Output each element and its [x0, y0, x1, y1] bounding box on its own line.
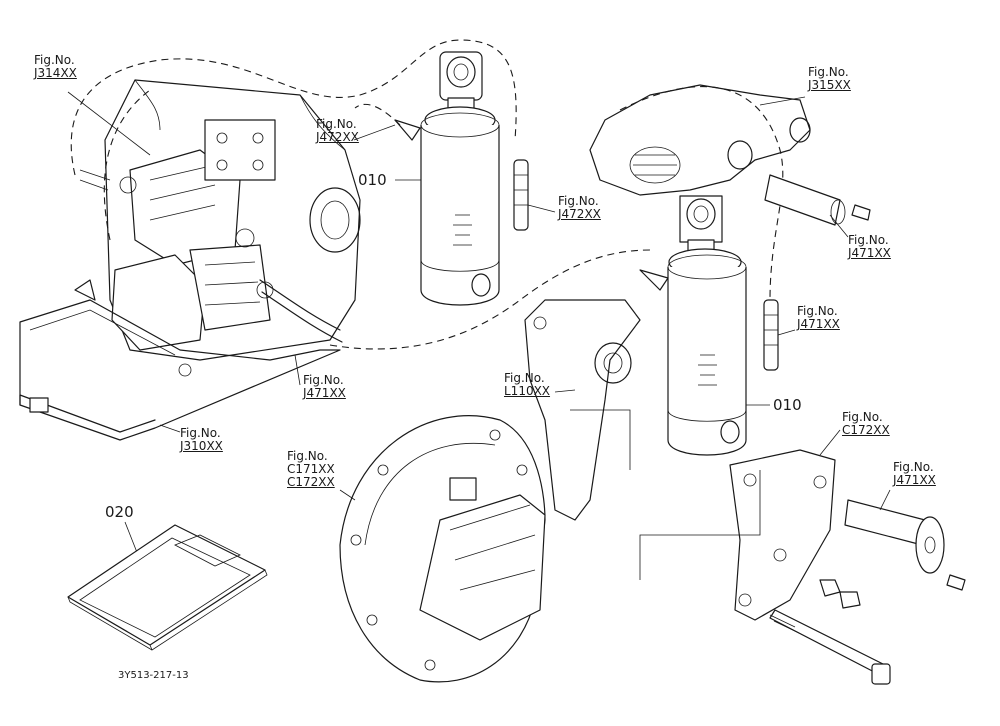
fig-label-l110[interactable]: Fig.No. L110XX — [504, 372, 550, 398]
control-valve-assembly — [74, 79, 361, 361]
fig-label-prefix: Fig.No. — [504, 371, 545, 385]
support-bracket — [524, 299, 641, 521]
fig-label-code: J314XX — [34, 66, 77, 80]
fig-label-prefix: Fig.No. — [808, 65, 849, 79]
fig-label-code: C172XX — [842, 423, 890, 437]
fig-label-j471-arm[interactable]: Fig.No. J471XX — [848, 234, 891, 260]
fig-label-code: J315XX — [808, 78, 851, 92]
drawing-code: 3Y513-217-13 — [118, 670, 189, 681]
fig-label-code: L110XX — [504, 384, 551, 398]
transmission-cover — [339, 415, 546, 683]
lift-cylinder-lower — [639, 195, 747, 456]
fig-label-prefix: Fig.No. — [180, 426, 221, 440]
part-number-010-lower[interactable]: 010 — [773, 396, 802, 414]
part-number-020[interactable]: 020 — [105, 503, 134, 521]
fig-label-prefix: Fig.No. — [848, 233, 889, 247]
fig-label-code: J471XX — [893, 473, 936, 487]
lift-cylinder-upper — [394, 51, 500, 306]
fig-label-code: J472XX — [558, 207, 601, 221]
fig-label-j471-hose[interactable]: Fig.No. J471XX — [797, 305, 840, 331]
fig-label-code: J471XX — [848, 246, 891, 260]
fig-label-code: C171XX — [287, 462, 335, 476]
fig-label-j472-right[interactable]: Fig.No. J472XX — [558, 195, 601, 221]
fig-label-code: J471XX — [303, 386, 346, 400]
leader-lines — [67, 91, 891, 561]
fig-label-prefix: Fig.No. — [303, 373, 344, 387]
fig-label-prefix: Fig.No. — [34, 53, 75, 67]
fig-label-j472-left[interactable]: Fig.No. J472XX — [316, 118, 359, 144]
fig-label-code: J472XX — [316, 130, 359, 144]
assembly-guide-line — [570, 409, 761, 580]
fig-label-code: J310XX — [180, 439, 223, 453]
fig-label-prefix: Fig.No. — [316, 117, 357, 131]
hose-fittings — [513, 159, 779, 371]
fig-label-prefix: Fig.No. — [842, 410, 883, 424]
lower-link-bracket — [729, 449, 966, 685]
lift-arm — [589, 84, 871, 226]
fig-label-prefix: Fig.No. — [797, 304, 838, 318]
fig-label-prefix: Fig.No. — [558, 194, 599, 208]
fig-label-c171-c172[interactable]: Fig.No. C171XX C172XX — [287, 450, 335, 489]
part-number-010-upper[interactable]: 010 — [358, 171, 387, 189]
operator-manual — [67, 524, 268, 651]
fig-label-prefix: Fig.No. — [893, 460, 934, 474]
fig-label-c172[interactable]: Fig.No. C172XX — [842, 411, 890, 437]
base-plate — [19, 299, 341, 441]
fig-label-code: J471XX — [797, 317, 840, 331]
fig-label-j471-valve[interactable]: Fig.No. J471XX — [303, 374, 346, 400]
fig-label-j310[interactable]: Fig.No. J310XX — [180, 427, 223, 453]
fig-label-code-alt: C172XX — [287, 475, 335, 489]
fig-label-j471-pin[interactable]: Fig.No. J471XX — [893, 461, 936, 487]
fig-label-prefix: Fig.No. — [287, 449, 328, 463]
fig-label-j315[interactable]: Fig.No. J315XX — [808, 66, 851, 92]
fig-label-j314[interactable]: Fig.No. J314XX — [34, 54, 77, 80]
